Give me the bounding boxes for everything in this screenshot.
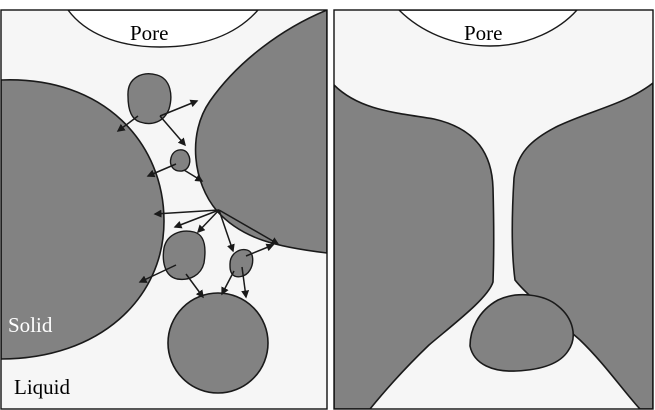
arrow bbox=[218, 209, 280, 245]
small-grain-middle bbox=[162, 230, 206, 281]
solid-label: Solid bbox=[8, 313, 53, 337]
left-panel: Solid Liquid Pore bbox=[1, 10, 327, 409]
left-panel-frame bbox=[0, 9, 328, 410]
bottom-solid-grain bbox=[167, 292, 269, 394]
right-pore-label: Pore bbox=[464, 21, 503, 45]
diffusion-arrows bbox=[116, 99, 280, 299]
right-large-solid-grain bbox=[194, 10, 327, 254]
arrow bbox=[196, 209, 220, 234]
arrow bbox=[183, 169, 204, 182]
small-grain-top bbox=[127, 73, 172, 125]
right-panel-frame bbox=[333, 9, 654, 410]
arrow bbox=[185, 273, 204, 299]
tiny-grain bbox=[169, 149, 191, 172]
arrow bbox=[146, 163, 177, 178]
arrow bbox=[221, 270, 235, 296]
arrow bbox=[153, 209, 220, 218]
left-large-solid-grain bbox=[1, 79, 165, 360]
left-merged-solid-grain bbox=[334, 83, 495, 409]
arrow bbox=[159, 115, 186, 147]
arrow bbox=[138, 264, 177, 283]
right-merged-solid-grain bbox=[511, 81, 653, 409]
arrow bbox=[241, 266, 250, 299]
left-pore-label: Pore bbox=[130, 21, 169, 45]
liquid-label: Liquid bbox=[14, 375, 70, 399]
arrow bbox=[218, 209, 235, 253]
arrow bbox=[245, 243, 275, 257]
right-panel: Pore bbox=[334, 10, 653, 409]
arrow bbox=[173, 209, 220, 229]
arrow bbox=[116, 115, 139, 132]
right-bottom-solid-grain bbox=[469, 294, 574, 372]
arrow bbox=[159, 99, 199, 117]
small-grain-right bbox=[229, 248, 254, 278]
right-pore bbox=[398, 10, 578, 47]
left-pore bbox=[67, 10, 259, 48]
